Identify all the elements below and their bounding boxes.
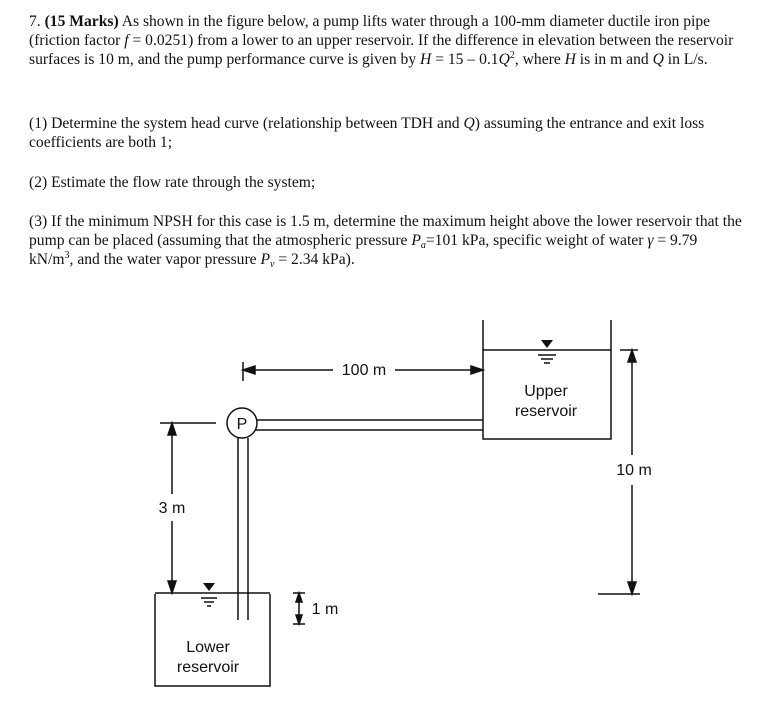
part1-text-b: ) assuming the entrance and exit loss co… [29,115,705,151]
flow-symbol-3: Q [463,115,475,132]
part3-text-e: = 2.34 kPa). [274,251,355,268]
part-3: (3) If the minimum NPSH for this case is… [29,212,744,270]
part3-text-c: = 9.79 kN/m [29,232,698,268]
elevation-difference-label: 10 m [616,462,652,479]
lower-water-surface-icon [201,597,217,607]
head-symbol: H [420,51,432,68]
problem-number: 7. [29,13,41,30]
pump-icon [226,407,258,439]
pv-symbol: P [260,251,271,268]
flow-symbol: Q [498,51,510,68]
part1-text-a: (1) Determine the system head curve (rel… [29,115,464,132]
part-1: (1) Determine the system head curve (rel… [29,114,744,152]
intro-text-e: is in m and [575,51,653,68]
pump-label: P [237,416,248,433]
pump-height-label: 3 m [159,500,186,517]
square-exponent: 2 [509,50,515,61]
lower-reservoir-label-line1: Lower [186,639,230,656]
problem-marks: (15 Marks) [44,13,119,30]
upper-reservoir-label-line2: reservoir [515,403,578,420]
intake-depth-label: 1 m [312,601,339,618]
upper-reservoir-label-line1: Upper [524,383,568,400]
problem-statement: 7. (15 Marks) As shown in the figure bel… [29,12,744,69]
friction-factor-symbol: f [124,32,129,49]
pa-symbol: P [411,232,421,249]
pa-subscript: a [420,240,426,251]
flow-symbol-2: Q [652,51,664,68]
lower-reservoir-label-line2: reservoir [177,659,240,676]
part2-text: (2) Estimate the flow rate through the s… [29,174,316,191]
lower-reservoir-tank [154,594,271,687]
upper-water-surface-icon [483,349,611,364]
intro-text-f: in L/s. [663,51,708,68]
head-symbol-2: H [564,51,576,68]
intro-text-b: = 0.0251) from a lower to an upper reser… [29,32,734,68]
pipe-length-label: 100 m [342,362,386,379]
intro-text-c: = 15 – 0.1 [431,51,499,68]
cube-exponent: 3 [64,250,70,261]
upper-reservoir-tank [482,320,612,440]
intro-text-d: , where [514,51,565,68]
part3-text-b: =101 kPa, specific weight of water [425,232,648,249]
intro-text-a: As shown in the figure below, a pump lif… [29,13,711,49]
part-2: (2) Estimate the flow rate through the s… [29,173,744,192]
gamma-symbol: γ [647,232,654,249]
part3-text-d: , and the water vapor pressure [69,251,261,268]
pv-subscript: v [270,259,275,270]
part3-text-a: (3) If the minimum NPSH for this case is… [29,213,742,249]
